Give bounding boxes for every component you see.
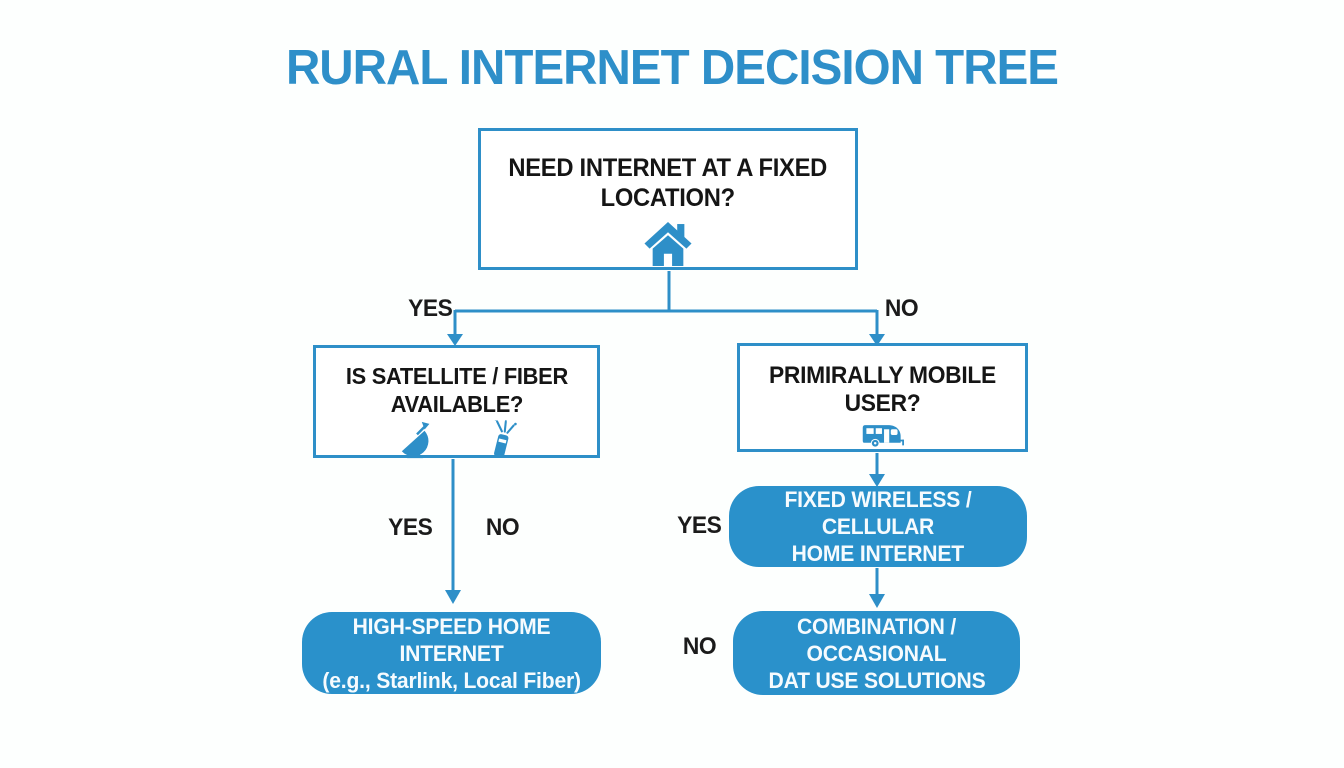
mobile-user-question-text: PRIMIRALLY MOBILE USER? <box>769 362 996 417</box>
arrowhead-left <box>445 590 461 604</box>
root-yes-label: YES <box>408 295 453 322</box>
root-question-text: NEED INTERNET AT A FIXED LOCATION? <box>508 154 828 212</box>
left-box-icons <box>396 420 518 462</box>
right-yes-label: YES <box>677 512 722 539</box>
fiber-optic-icon <box>493 420 517 458</box>
rv-camper-icon <box>862 425 904 448</box>
satellite-dish-icon <box>401 421 429 459</box>
satellite-fiber-question-box: IS SATELLITE / FIBER AVAILABLE? <box>313 345 600 459</box>
right-no-label: NO <box>682 633 717 660</box>
outcome-high-speed-home-internet: HIGH-SPEED HOME INTERNET (e.g., Starlink… <box>302 612 601 694</box>
left-no-label: NO <box>485 514 520 541</box>
page-title: RURAL INTERNET DECISION TREE <box>285 41 1059 95</box>
root-question-box: NEED INTERNET AT A FIXED LOCATION? <box>478 128 858 270</box>
outcome-fixed-wireless-cellular: FIXED WIRELESS / CELLULAR HOME INTERNET <box>729 486 1027 567</box>
outcome-combination-occasional: COMBINATION / OCCASIONAL DAT USE SOLUTIO… <box>733 611 1020 695</box>
satellite-fiber-question-text: IS SATELLITE / FIBER AVAILABLE? <box>345 363 568 417</box>
left-yes-label: YES <box>388 514 433 541</box>
mobile-user-question-box: PRIMIRALLY MOBILE USER? <box>737 343 1028 452</box>
house-icon <box>644 222 692 266</box>
root-no-label: NO <box>884 295 919 322</box>
arrowhead-right-2 <box>869 594 885 608</box>
